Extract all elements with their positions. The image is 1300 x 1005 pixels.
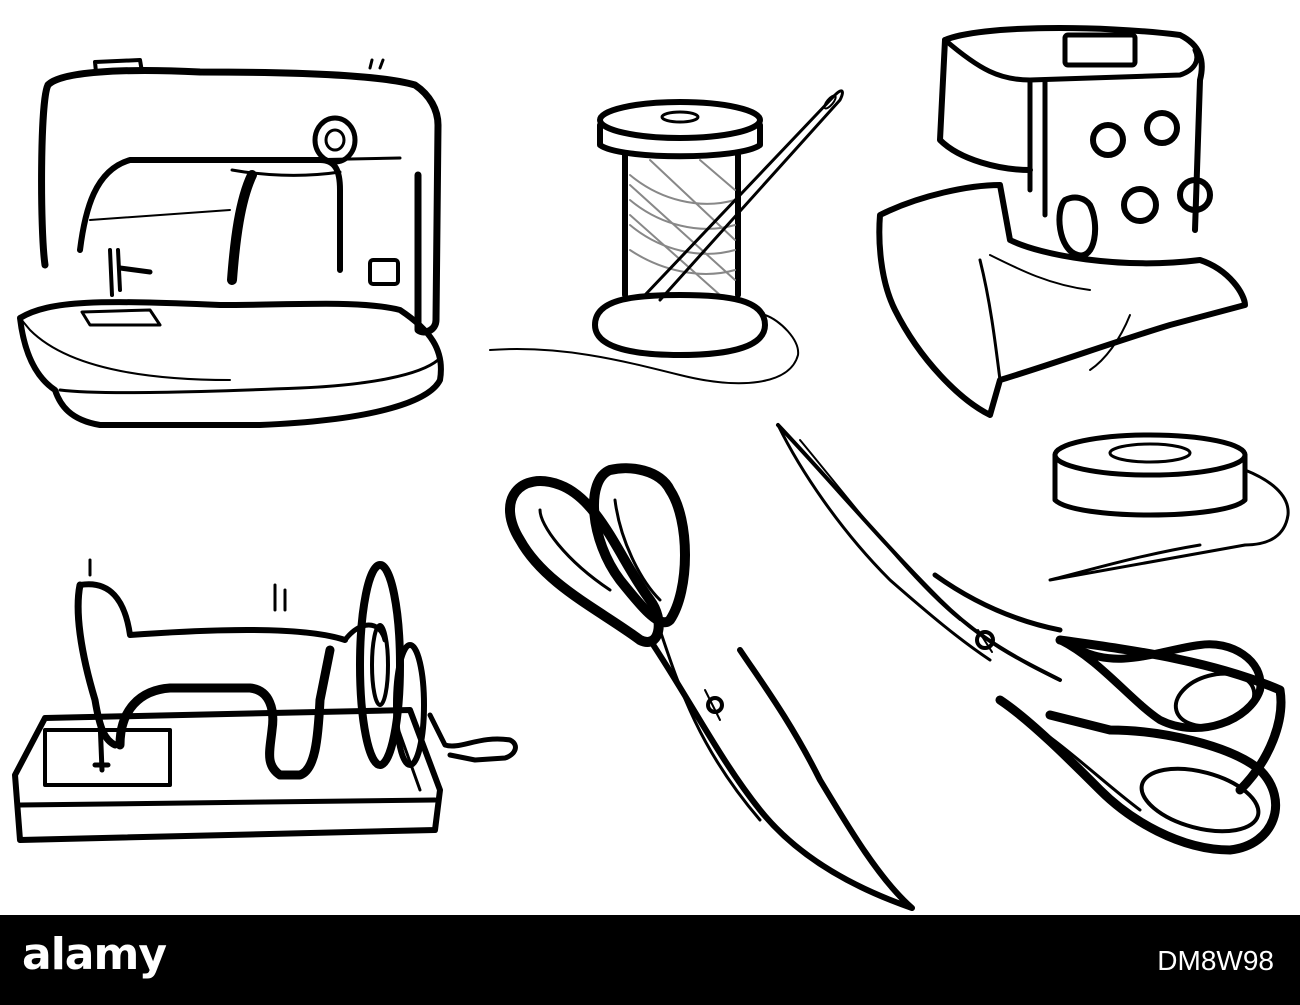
thread-spool-with-needle [489,89,844,385]
overlocker-serger [876,25,1248,418]
diagonal-scissors [776,423,1286,855]
image-id-label: DM8W98 [1157,945,1274,976]
stock-footer-bar: alamy DM8W98 [0,915,1300,1005]
brand-logo[interactable]: alamy [22,929,167,980]
modern-sewing-machine [17,58,444,428]
tape-roll [1048,432,1290,582]
vintage-hand-crank-sewing-machine [12,558,518,843]
vertical-scissors [505,463,915,911]
clip-art-canvas [12,25,1290,911]
